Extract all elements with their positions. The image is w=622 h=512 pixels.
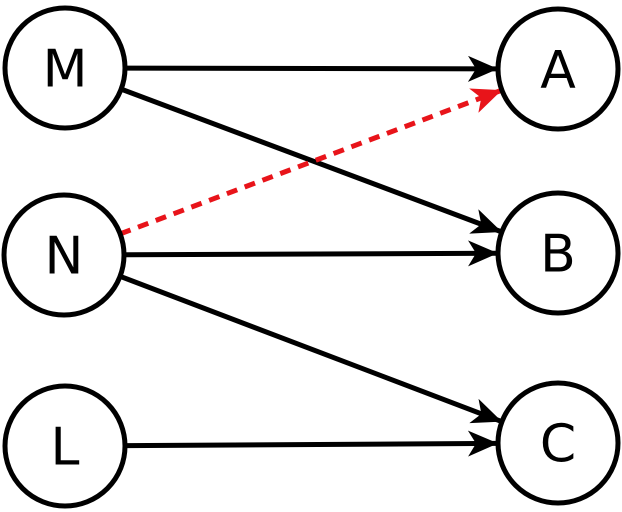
node-label-A: A [540, 41, 576, 101]
node-circle-N [1, 192, 127, 318]
node-B: B [495, 190, 621, 316]
node-circle-C [495, 380, 621, 506]
node-circle-A [495, 6, 621, 132]
node-label-C: C [540, 415, 576, 475]
node-circle-B [495, 190, 621, 316]
node-L: L [2, 383, 128, 509]
node-circle-L [2, 383, 128, 509]
node-label-M: M [43, 40, 88, 100]
edge-L-C [124, 430, 498, 457]
node-N: N [1, 192, 127, 318]
edge-N-A-dashed [119, 88, 502, 237]
edge-N-B [123, 240, 498, 267]
node-M: M [2, 5, 128, 131]
node-label-B: B [540, 225, 576, 285]
node-A: A [495, 6, 621, 132]
node-label-N: N [45, 227, 84, 287]
node-label-L: L [51, 418, 80, 478]
edges-layer [119, 55, 502, 457]
edge-N-C [119, 273, 502, 424]
node-circle-M [2, 5, 128, 131]
node-C: C [495, 380, 621, 506]
nodes-layer: M N L A B C [1, 5, 621, 509]
edge-M-B [120, 86, 502, 234]
edge-M-A [124, 55, 498, 82]
